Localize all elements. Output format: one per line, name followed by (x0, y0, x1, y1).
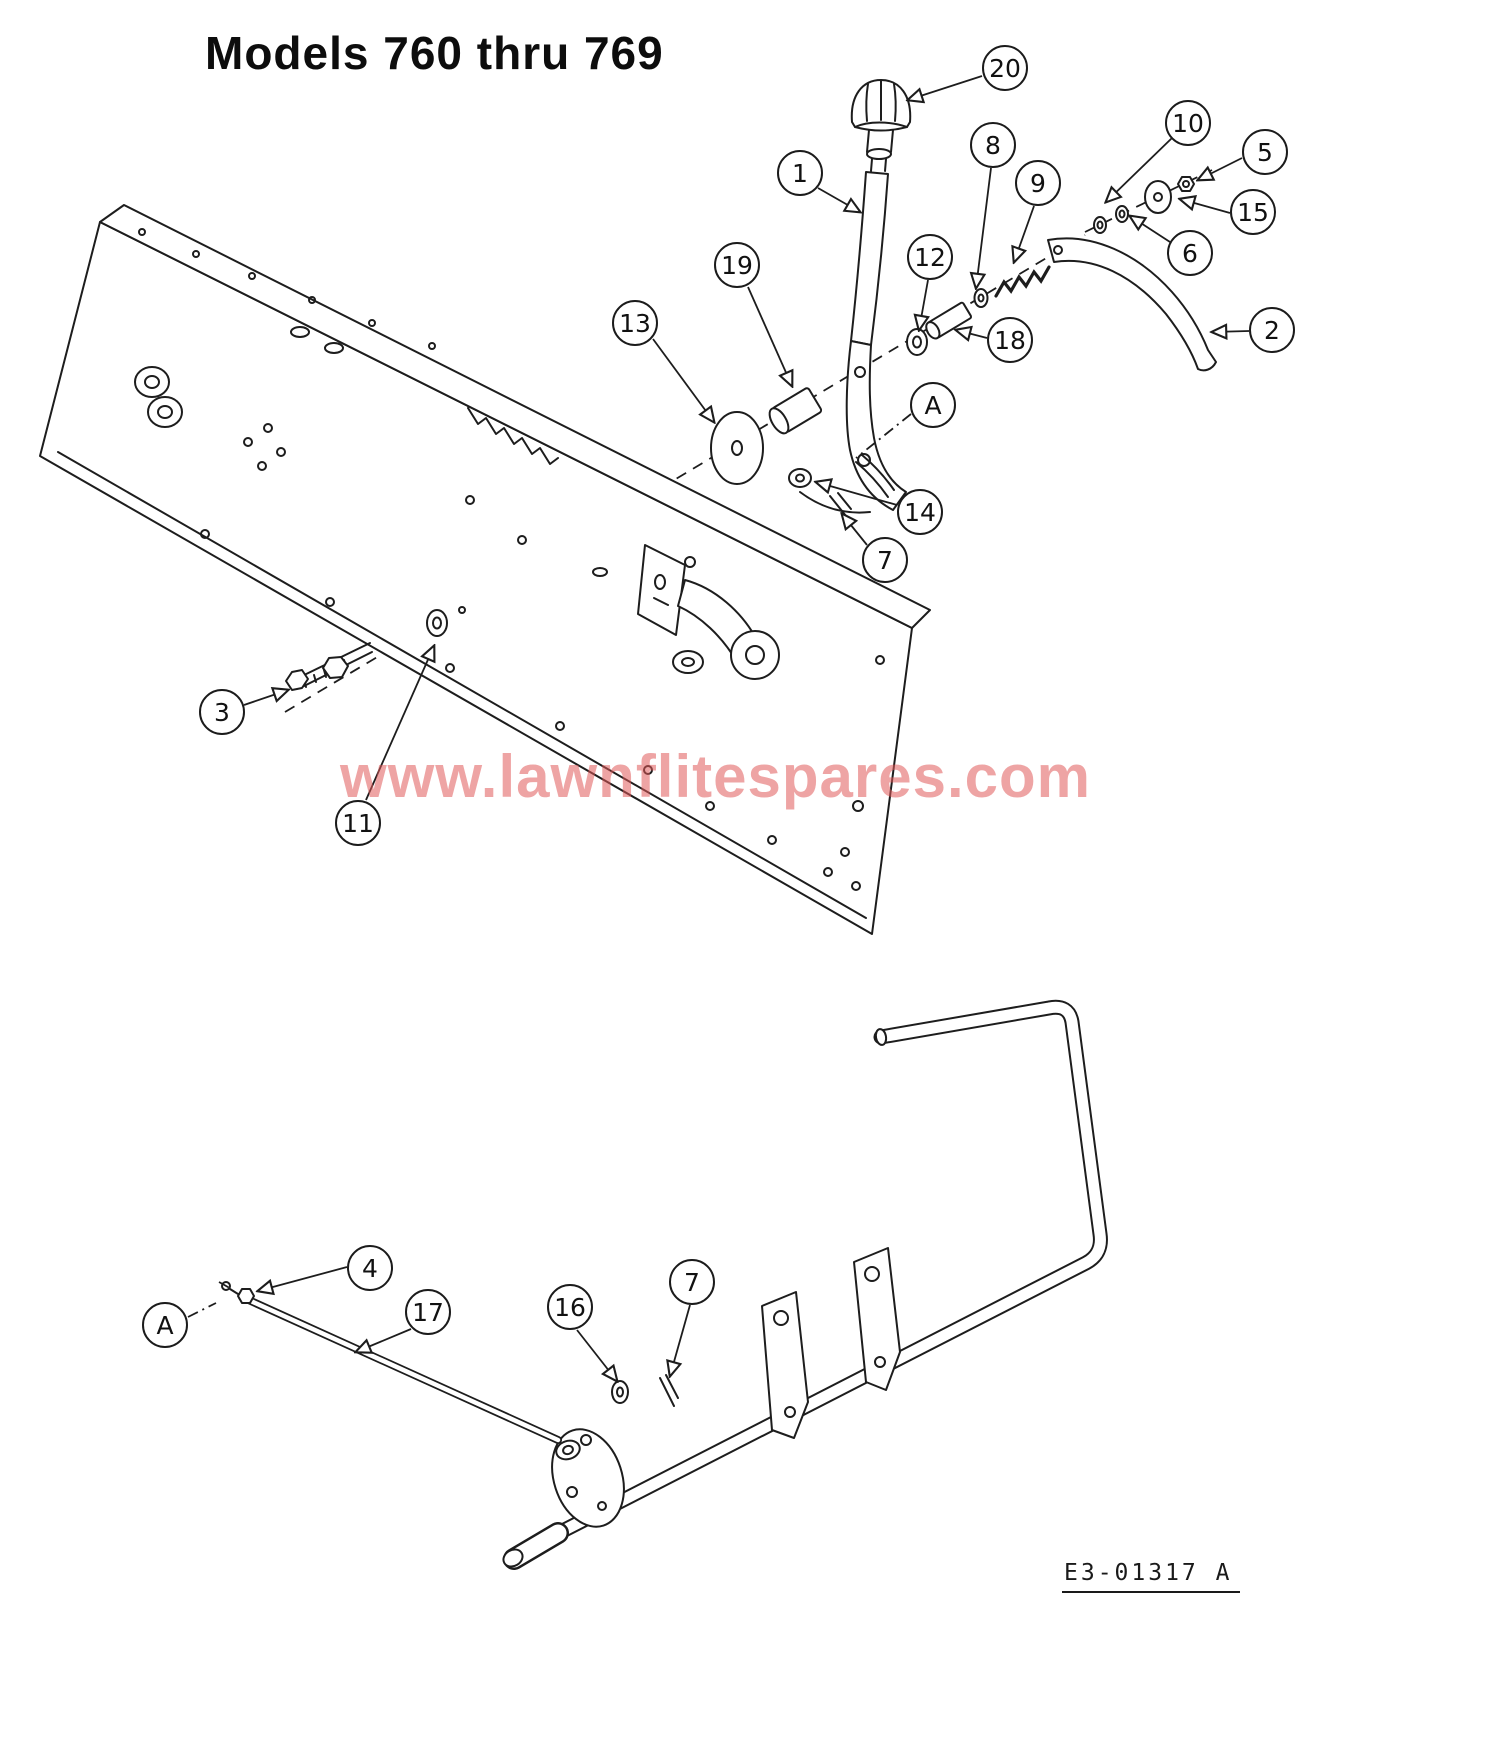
callout-a-upper: A (910, 382, 956, 428)
callout-6: 6 (1167, 230, 1213, 276)
callout-5: 5 (1242, 129, 1288, 175)
lift-shaft-assembly (218, 999, 1108, 1570)
callout-20: 20 (982, 45, 1028, 91)
callout-1: 1 (777, 150, 823, 196)
callout-3: 3 (199, 689, 245, 735)
callout-7-lower: 7 (669, 1259, 715, 1305)
shaft-bracket-right (853, 1247, 901, 1391)
callout-15: 15 (1230, 189, 1276, 235)
lever-knob (850, 79, 912, 172)
callout-4: 4 (347, 1245, 393, 1291)
callout-8: 8 (970, 122, 1016, 168)
callout-17: 17 (405, 1289, 451, 1335)
support-bracket (1047, 237, 1217, 372)
drawing-number: E3-01317 A (1062, 1560, 1241, 1593)
callout-18: 18 (987, 317, 1033, 363)
watermark-text: www.lawnflitespares.com (340, 743, 1091, 810)
page-title: Models 760 thru 769 (205, 27, 664, 79)
callout-2: 2 (1249, 307, 1295, 353)
callout-16: 16 (547, 1284, 593, 1330)
carriage-bolt-and-washer (285, 606, 466, 691)
callout-9: 9 (1015, 160, 1061, 206)
callout-7-upper: 7 (862, 537, 908, 583)
callout-12: 12 (907, 234, 953, 280)
callout-13: 13 (612, 300, 658, 346)
callout-19: 19 (714, 242, 760, 288)
leader-lines (187, 75, 1250, 1381)
callout-a-lower: A (142, 1302, 188, 1348)
callout-10: 10 (1165, 100, 1211, 146)
shaft-bracket-left (761, 1291, 809, 1439)
hardware-stack (710, 176, 1195, 517)
shift-lever (799, 79, 912, 514)
callout-11: 11 (335, 800, 381, 846)
callout-14: 14 (897, 489, 943, 535)
rod-ferrule (237, 1288, 255, 1304)
frame-panel (39, 204, 931, 935)
